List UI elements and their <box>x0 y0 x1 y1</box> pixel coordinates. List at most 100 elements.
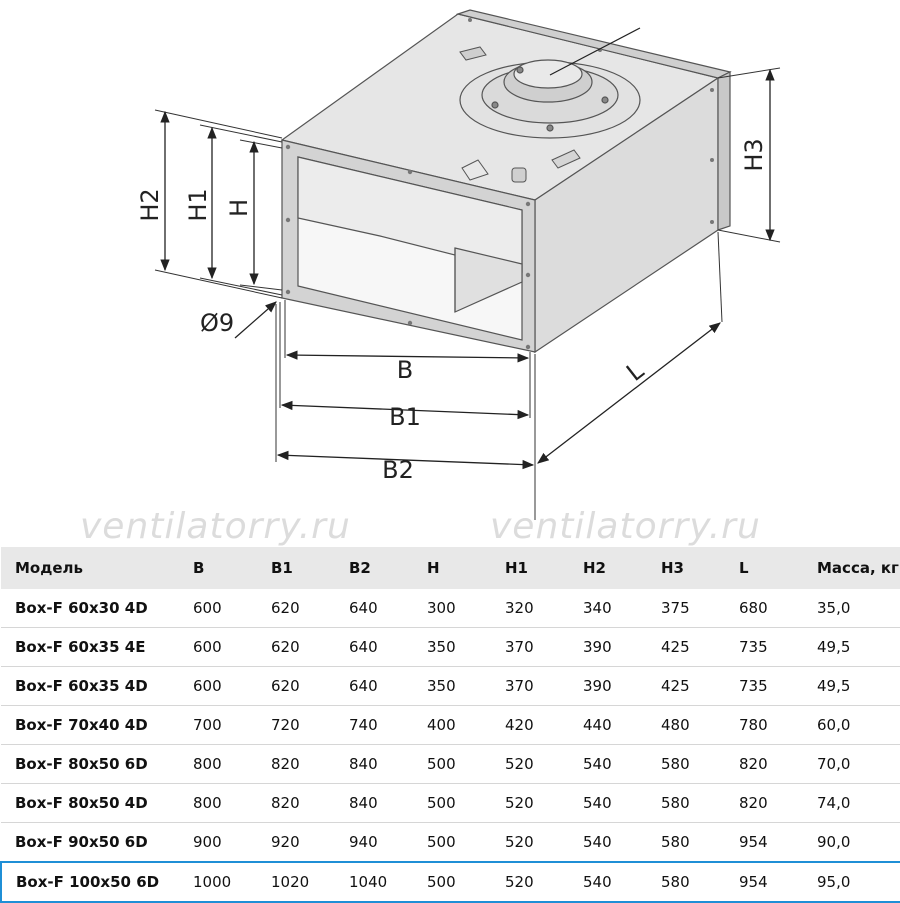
cell-b: 800 <box>179 744 257 784</box>
header-mass: Масса, кг <box>803 547 900 589</box>
fan-box-drawing: H2 H1 H H3 B B1 B2 L Ø9 <box>136 9 781 520</box>
cell-b2: 740 <box>335 705 413 745</box>
cell-l: 735 <box>725 627 803 667</box>
cell-h1: 520 <box>491 822 569 863</box>
header-model: Модель <box>1 547 179 589</box>
cell-l: 820 <box>725 744 803 784</box>
cell-b: 900 <box>179 822 257 863</box>
cell-model: Box-F 100x50 6D <box>0 861 179 903</box>
cell-h: 500 <box>413 822 491 863</box>
cell-h1: 370 <box>491 666 569 706</box>
cell-h1: 420 <box>491 705 569 745</box>
dim-label-b2: B2 <box>382 456 414 484</box>
cell-h: 350 <box>413 627 491 667</box>
cell-mass: 60,0 <box>803 705 900 745</box>
cell-b1: 1020 <box>257 861 335 903</box>
cell-mass: 49,5 <box>803 666 900 706</box>
motor-icon <box>459 59 641 139</box>
cell-h1: 370 <box>491 627 569 667</box>
cell-b: 1000 <box>179 861 257 903</box>
header-b1: B1 <box>257 547 335 589</box>
cell-h1: 520 <box>491 783 569 823</box>
cell-h: 500 <box>413 783 491 823</box>
header-h1: H1 <box>491 547 569 589</box>
cell-b: 700 <box>179 705 257 745</box>
cell-mass: 35,0 <box>803 589 900 628</box>
cell-model: Box-F 80x50 6D <box>1 744 179 784</box>
cell-h: 400 <box>413 705 491 745</box>
cell-h2: 540 <box>569 861 647 903</box>
top-details <box>459 46 581 183</box>
cell-h2: 540 <box>569 783 647 823</box>
cell-mass: 90,0 <box>803 822 900 863</box>
dim-label-hole: Ø9 <box>200 309 234 337</box>
cell-h2: 540 <box>569 822 647 863</box>
dimension-arrows <box>160 68 775 470</box>
cell-b2: 640 <box>335 666 413 706</box>
cell-l: 954 <box>725 861 803 903</box>
cell-h3: 425 <box>647 627 725 667</box>
cell-h3: 580 <box>647 783 725 823</box>
cell-b2: 640 <box>335 589 413 628</box>
table-header-row: Модель B B1 B2 H H1 H2 H3 L Масса, кг <box>1 547 900 589</box>
cell-h2: 440 <box>569 705 647 745</box>
cell-model: Box-F 60x35 4D <box>1 666 179 706</box>
cell-h3: 375 <box>647 589 725 628</box>
cell-b1: 920 <box>257 822 335 863</box>
cell-b: 600 <box>179 666 257 706</box>
header-l: L <box>725 547 803 589</box>
cell-b: 600 <box>179 589 257 628</box>
cell-b: 600 <box>179 627 257 667</box>
cell-b2: 840 <box>335 744 413 784</box>
watermark: ventilatorry.ru <box>80 506 351 547</box>
header-h2: H2 <box>569 547 647 589</box>
cell-h1: 520 <box>491 744 569 784</box>
dim-label-b1: B1 <box>389 403 421 431</box>
frame-bolts <box>285 18 714 350</box>
cell-mass: 95,0 <box>803 861 900 903</box>
cell-h: 500 <box>413 744 491 784</box>
cell-l: 780 <box>725 705 803 745</box>
spec-table: Модель B B1 B2 H H1 H2 H3 L Масса, кг Bo… <box>0 547 900 903</box>
cell-b1: 820 <box>257 783 335 823</box>
cell-l: 954 <box>725 822 803 863</box>
header-b2: B2 <box>335 547 413 589</box>
cell-b1: 620 <box>257 589 335 628</box>
extension-lines <box>154 67 781 520</box>
dim-label-l: L <box>621 356 649 387</box>
dim-label-h: H <box>225 199 253 217</box>
cell-h2: 540 <box>569 744 647 784</box>
cell-b2: 640 <box>335 627 413 667</box>
cell-b2: 940 <box>335 822 413 863</box>
cell-l: 680 <box>725 589 803 628</box>
cell-model: Box-F 60x35 4E <box>1 627 179 667</box>
cell-mass: 49,5 <box>803 627 900 667</box>
dim-label-h1: H1 <box>184 188 212 221</box>
dim-label-b: B <box>397 356 413 384</box>
cell-b2: 1040 <box>335 861 413 903</box>
cell-h2: 340 <box>569 589 647 628</box>
cell-h2: 390 <box>569 666 647 706</box>
box-body <box>280 9 732 354</box>
cell-h3: 580 <box>647 744 725 784</box>
cell-h2: 390 <box>569 627 647 667</box>
cell-h1: 520 <box>491 861 569 903</box>
cell-mass: 74,0 <box>803 783 900 823</box>
cell-h3: 580 <box>647 822 725 863</box>
cell-b1: 820 <box>257 744 335 784</box>
watermark: ventilatorry.ru <box>490 506 761 547</box>
header-b: B <box>179 547 257 589</box>
dim-label-h2: H2 <box>136 188 164 221</box>
cell-l: 820 <box>725 783 803 823</box>
cell-model: Box-F 60x30 4D <box>1 589 179 628</box>
header-h: H <box>413 547 491 589</box>
cell-h3: 425 <box>647 666 725 706</box>
